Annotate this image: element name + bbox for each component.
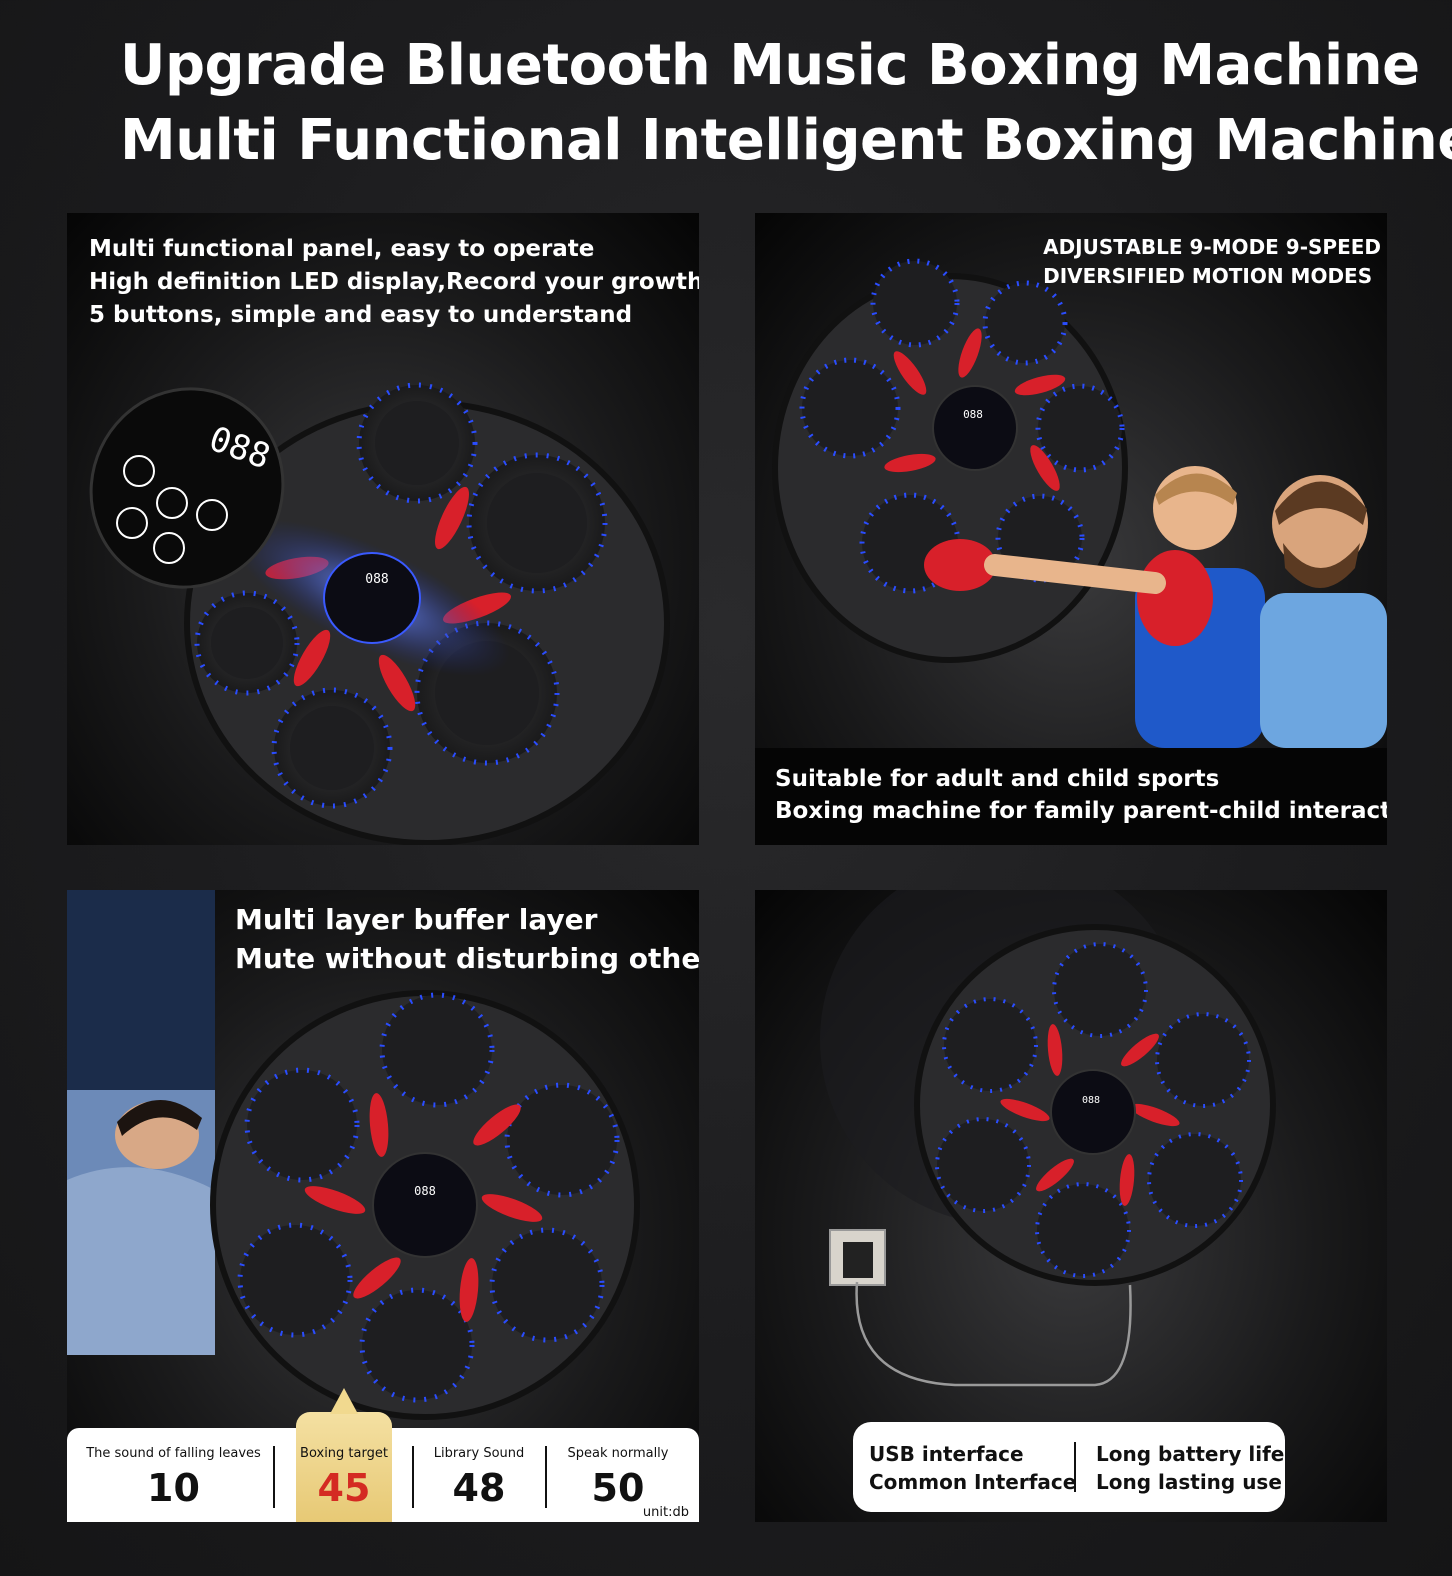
wall-outlet-icon (829, 1229, 886, 1286)
target-pad (194, 590, 300, 696)
usb-battery-features: USB interface Common Interface Long batt… (853, 1422, 1285, 1512)
charging-cable (855, 1281, 1132, 1387)
headline-line-1: Upgrade Bluetooth Music Boxing Machine (120, 33, 1420, 98)
noise-label: Boxing target (300, 1446, 388, 1461)
family-boxing-illustration: 088 (772, 258, 1387, 748)
adult-figure (1260, 475, 1387, 748)
noise-unit: unit:db (642, 1505, 689, 1520)
center-display: 088 (932, 385, 1018, 471)
noise-label: Speak normally (567, 1446, 669, 1461)
feature-divider (1074, 1442, 1076, 1492)
panel1-line-2: High definition LED display,Record your … (89, 269, 699, 295)
noise-value: 50 (591, 1466, 645, 1510)
panel2-caption: Suitable for adult and child sports Boxi… (775, 763, 1387, 827)
noise-value: 45 (317, 1466, 371, 1510)
center-display: 088 (1050, 1069, 1136, 1155)
noise-divider (273, 1446, 275, 1508)
noise-highlight-boxing-target: Boxing target 45 (296, 1388, 392, 1522)
panel2-caption-line-1: Suitable for adult and child sports (775, 766, 1220, 792)
panel3-caption: Multi layer buffer layer Mute without di… (235, 900, 699, 978)
usb-feature-line-2: Common Interface (869, 1470, 1077, 1494)
boxing-machine-illustration: 088 088 (89, 382, 670, 845)
target-pad (271, 687, 393, 809)
noise-label: Library Sound (433, 1446, 525, 1461)
center-display-digits: 088 (1082, 1095, 1100, 1106)
control-panel-closeup: 088 (89, 387, 285, 589)
panel1-line-3: 5 buttons, simple and easy to understand (89, 302, 633, 328)
red-strike-markers (884, 328, 1066, 491)
panel2-heading-line-2: DIVERSIFIED MOTION MODES (1043, 264, 1373, 288)
noise-item-boxing-target: Boxing target 45 (296, 1428, 392, 1522)
panel-family-use: 088 ADJUSTABLE 9-MODE 9-SPEED DIVERSIFIE… (755, 213, 1387, 845)
panel-noise-level: 088 Multi layer buffer layer Mute withou… (67, 890, 699, 1522)
battery-feature-line-2: Long lasting use (1096, 1470, 1282, 1494)
target-pad (466, 452, 608, 594)
center-display-digits: 088 (365, 572, 388, 587)
panel2-heading-line-1: ADJUSTABLE 9-MODE 9-SPEED (1043, 235, 1381, 259)
panel-control-panel: 088 088 Multi functional panel, easy to … (67, 213, 699, 845)
usb-feature: USB interface Common Interface (869, 1440, 1076, 1496)
on-off-button-icon (156, 487, 188, 519)
audio-button-icon (153, 532, 185, 564)
noise-divider (545, 1446, 547, 1508)
panel2-heading: ADJUSTABLE 9-MODE 9-SPEED DIVERSIFIED MO… (1043, 233, 1381, 291)
panel2-caption-band (755, 748, 1387, 845)
noise-value: 10 (147, 1466, 200, 1510)
battery-feature-line-1: Long battery life (1096, 1442, 1285, 1466)
target-pads (237, 992, 620, 1403)
charging-machine-illustration: 088 (820, 890, 1276, 1387)
panel3-line-2: Mute without disturbing others (235, 942, 699, 975)
noise-divider (412, 1446, 414, 1508)
center-display-digits: 088 (963, 408, 983, 421)
battery-feature: Long battery life Long lasting use (1096, 1440, 1284, 1496)
speed-button-icon (196, 499, 228, 531)
sleeping-person-photo (67, 890, 215, 1355)
panel1-caption: Multi functional panel, easy to operate … (89, 233, 699, 332)
panel-usb-battery: 088 USB interface Common Interface Long … (755, 890, 1387, 1522)
mode-button-icon (123, 455, 155, 487)
panel3-line-1: Multi layer buffer layer (235, 903, 598, 936)
target-pads (935, 942, 1251, 1278)
noise-label: The sound of falling leaves (86, 1446, 261, 1461)
headline: Upgrade Bluetooth Music Boxing Machine M… (120, 28, 1452, 178)
red-strike-markers (304, 1093, 543, 1322)
center-display-digits: 088 (414, 1184, 436, 1198)
headline-line-2: Multi Functional Intelligent Boxing Mach… (120, 108, 1452, 173)
center-display: 088 (323, 552, 421, 644)
noise-item-falling-leaves: The sound of falling leaves 10 (67, 1428, 280, 1522)
child-arm (984, 554, 1166, 594)
center-display: 088 (372, 1152, 478, 1258)
noise-item-library: Library Sound 48 (413, 1428, 545, 1522)
usb-feature-line-1: USB interface (869, 1442, 1024, 1466)
quiet-machine-illustration: 088 (67, 890, 640, 1420)
noise-value: 48 (452, 1466, 506, 1510)
panel1-line-1: Multi functional panel, easy to operate (89, 236, 595, 262)
red-strike-markers (1000, 1024, 1180, 1206)
target-pad (356, 382, 478, 504)
volume-button-icon (116, 507, 148, 539)
panel2-caption-line-2: Boxing machine for family parent-child i… (775, 798, 1387, 824)
noise-item-speak-normally: Speak normally 50 (547, 1428, 689, 1522)
